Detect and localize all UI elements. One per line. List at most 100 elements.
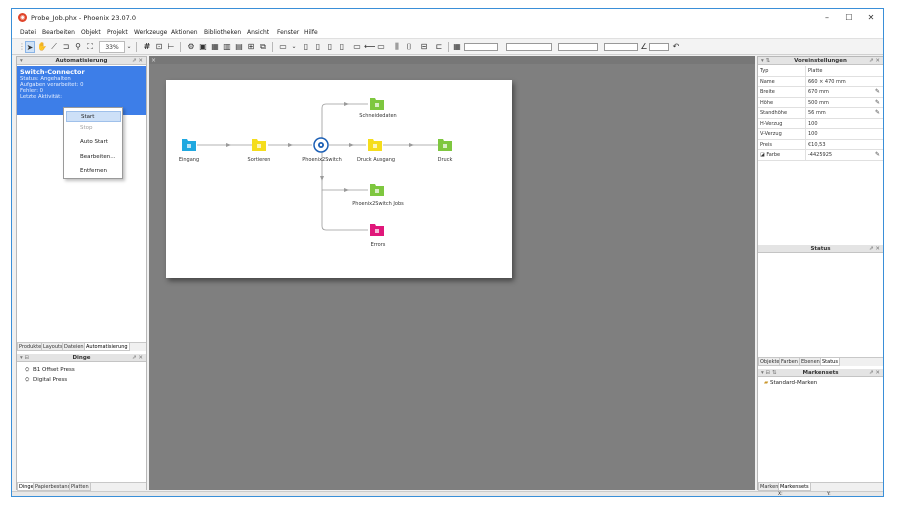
panel-float-close-icon[interactable]: ⇗ ✕ (869, 58, 880, 64)
menu-bearbeiten[interactable]: Bearbeiten (42, 29, 75, 36)
panel-float-close-icon[interactable]: ⇗ ✕ (869, 246, 880, 252)
space-arrow-icon[interactable]: ⟵ (364, 42, 376, 51)
tab-status[interactable]: Status (820, 358, 840, 366)
panel-menu-chevron-icon[interactable]: ▾ (20, 58, 23, 64)
align-center-icon[interactable]: ▯ (315, 42, 321, 51)
grid-icon[interactable]: # (143, 42, 151, 51)
toolbar-field-1[interactable] (464, 43, 498, 51)
select-tool-icon[interactable]: ➤ (25, 41, 35, 53)
rectangle-icon[interactable]: ▭ (279, 42, 287, 51)
toolbar-field-4[interactable] (604, 43, 638, 51)
tab-papierbestand[interactable]: Papierbestand (33, 483, 73, 491)
folder-errors-icon[interactable] (370, 224, 384, 236)
phoenix2switch-icon[interactable] (313, 137, 329, 153)
snap-icon[interactable]: ⊡ (155, 42, 163, 51)
tab-platten[interactable]: Platten (69, 483, 91, 491)
columns-icon[interactable]: ▥ (223, 42, 231, 51)
fit-page-icon[interactable]: ⛶ (87, 42, 93, 51)
context-menu-start[interactable]: Start (66, 111, 121, 122)
space-vertical-icon[interactable]: ▭ (377, 42, 385, 51)
context-menu-edit[interactable]: Bearbeiten... (80, 154, 116, 160)
grid-layout-icon[interactable]: ▦ (453, 42, 461, 51)
canvas-tab-close-icon[interactable]: × (151, 57, 157, 64)
measure-tool-icon[interactable]: ⟋ (51, 42, 57, 51)
panel-menu-chevron-icon[interactable]: ▾ ⊟ ⇅ (761, 370, 777, 376)
folder-phoenix2switch-jobs-icon[interactable] (370, 184, 384, 196)
property-row[interactable]: Preis€10,53 (758, 139, 883, 150)
panel-menu-chevron-icon[interactable]: ▾ ⊟ (20, 355, 30, 361)
menu-werkzeuge[interactable]: Werkzeuge (134, 29, 168, 36)
tab-objekte[interactable]: Objekte (758, 358, 782, 366)
tab-ebenen[interactable]: Ebenen (799, 358, 822, 366)
align-left-icon[interactable]: ▯ (303, 42, 309, 51)
title-bar[interactable]: ◉ Probe_Job.phx - Phoenix 23.07.0 – ☐ ✕ (12, 9, 883, 27)
align-right-icon[interactable]: ▯ (327, 42, 333, 51)
tab-automatisierung[interactable]: Automatisierung (84, 343, 130, 351)
settings-gear-icon[interactable]: ⚙ (187, 42, 195, 51)
workflow-canvas[interactable]: × (149, 56, 755, 490)
toolbar-field-3[interactable] (558, 43, 598, 51)
menu-objekt[interactable]: Objekt (81, 29, 101, 36)
layout-icon[interactable]: ▣ (199, 42, 207, 51)
automation-item-selected[interactable]: Switch-Connector Status: Angehalten Aufg… (17, 66, 146, 115)
space-horizontal-icon[interactable]: ▭ (353, 42, 361, 51)
menu-datei[interactable]: Datei (20, 29, 37, 36)
height-box-icon[interactable]: ⊏ (435, 42, 443, 51)
edit-pencil-icon[interactable]: ✎ (874, 98, 880, 106)
folder-druck-icon[interactable] (438, 139, 452, 151)
workflow-page[interactable]: Eingang Sortieren Phoenix2Switch Druck A… (166, 80, 512, 278)
minimize-button[interactable]: – (825, 13, 829, 22)
align-tool-icon[interactable]: ⊐ (62, 42, 70, 51)
toolbar-field-2[interactable] (506, 43, 552, 51)
close-button[interactable]: ✕ (867, 13, 875, 22)
menu-fenster[interactable]: Fenster (277, 29, 300, 36)
zoom-select[interactable]: 33% (99, 41, 125, 53)
folder-schneidedaten-icon[interactable] (370, 98, 384, 110)
menu-bibliotheken[interactable]: Bibliotheken (204, 29, 242, 36)
folder-eingang-icon[interactable] (182, 139, 196, 151)
list-item[interactable]: ⛭Digital Press (25, 377, 68, 383)
rows-icon[interactable]: ▤ (235, 42, 243, 51)
copy-icon[interactable]: ⧉ (260, 42, 266, 51)
panel-float-close-icon[interactable]: ⇗ ✕ (869, 370, 880, 376)
zoom-tool-icon[interactable]: ⚲ (75, 42, 81, 51)
folder-druck-ausgang-icon[interactable] (368, 139, 382, 151)
property-row[interactable]: ◪ Farbe-4425925✎ (758, 150, 883, 161)
ruler-icon[interactable]: ⊢ (167, 42, 175, 51)
menu-ansicht[interactable]: Ansicht (247, 29, 270, 36)
edit-pencil-icon[interactable]: ✎ (874, 88, 880, 95)
context-menu-remove[interactable]: Entfernen (80, 168, 107, 174)
panel-menu-chevron-icon[interactable]: ▾ ⇅ (761, 58, 771, 64)
rotate-icon[interactable]: ↶ (672, 42, 680, 51)
angle-field[interactable] (649, 43, 669, 51)
hand-tool-icon[interactable]: ✋ (37, 42, 47, 51)
edit-pencil-icon[interactable]: ✎ (874, 109, 880, 116)
tab-produkte[interactable]: Produkte (17, 343, 44, 351)
folder-sortieren-icon[interactable] (252, 139, 266, 151)
panel-float-close-icon[interactable]: ⇗ ✕ (132, 58, 143, 64)
menu-projekt[interactable]: Projekt (107, 29, 128, 36)
distribute-icon[interactable]: ⊞ (247, 42, 255, 51)
tab-farben[interactable]: Farben (779, 358, 800, 366)
panel-float-close-icon[interactable]: ⇗ ✕ (132, 355, 143, 361)
zoom-dropdown-chevron-icon[interactable]: ⌄ (126, 43, 132, 50)
context-menu-auto-start[interactable]: Auto Start (80, 139, 108, 145)
table-icon[interactable]: ▦ (211, 42, 219, 51)
list-item[interactable]: ▰ Standard-Marken (764, 380, 818, 386)
menu-hilfe[interactable]: Hilfe (304, 29, 318, 36)
menu-aktionen[interactable]: Aktionen (171, 29, 198, 36)
bar-chart-icon[interactable]: ⫼ (395, 42, 399, 51)
bracket-icon[interactable]: ⌷ (406, 42, 412, 51)
rectangle-dropdown-chevron-icon[interactable]: ⌄ (291, 43, 297, 50)
maximize-button[interactable]: ☐ (845, 13, 853, 22)
tab-markensets[interactable]: Markensets (778, 483, 811, 491)
align-top-icon[interactable]: ▯ (339, 42, 345, 51)
list-item[interactable]: ⛭B1 Offset Press (25, 367, 75, 373)
